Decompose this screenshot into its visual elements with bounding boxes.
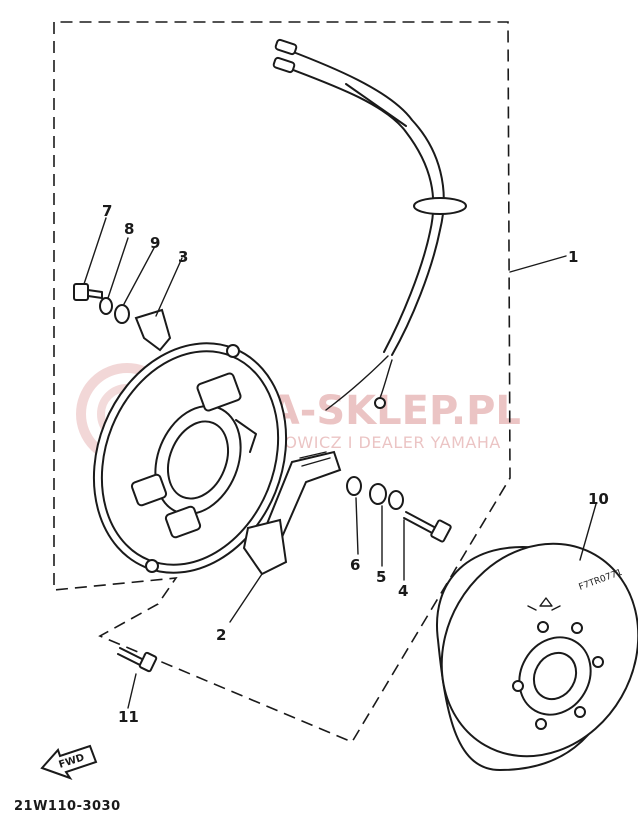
washer-9 [114, 304, 130, 324]
washer-5 [369, 483, 387, 505]
drawing-code: 21W110-3030 [14, 799, 121, 814]
washer-6 [346, 476, 362, 496]
screw-7 [73, 283, 103, 301]
assembly-boundary [53, 21, 511, 744]
part-label-7: 7 [102, 202, 112, 220]
clamp-3 [134, 308, 172, 352]
part-label-11: 11 [118, 708, 139, 726]
washer-5b [388, 490, 404, 510]
screw-4 [403, 511, 452, 543]
leader-lines [83, 217, 597, 709]
part-label-3: 3 [178, 248, 188, 266]
wire-harness [272, 38, 467, 411]
fwd-arrow-icon: FWD [40, 744, 98, 780]
flywheel-rotor: F7TR0771 [436, 542, 638, 772]
screw-11 [117, 647, 158, 673]
part-label-1: 1 [568, 248, 578, 266]
part-label-5: 5 [376, 568, 386, 586]
part-label-10: 10 [588, 490, 609, 508]
part-labels: 1 2 3 4 5 6 7 8 9 10 11 [102, 202, 609, 726]
part-label-9: 9 [150, 234, 160, 252]
part-label-6: 6 [350, 556, 360, 574]
washer-8 [99, 297, 113, 315]
part-label-2: 2 [216, 626, 226, 644]
stator-plate [92, 342, 288, 574]
pickup-coil [242, 450, 342, 576]
part-label-4: 4 [398, 582, 408, 600]
part-label-8: 8 [124, 220, 134, 238]
